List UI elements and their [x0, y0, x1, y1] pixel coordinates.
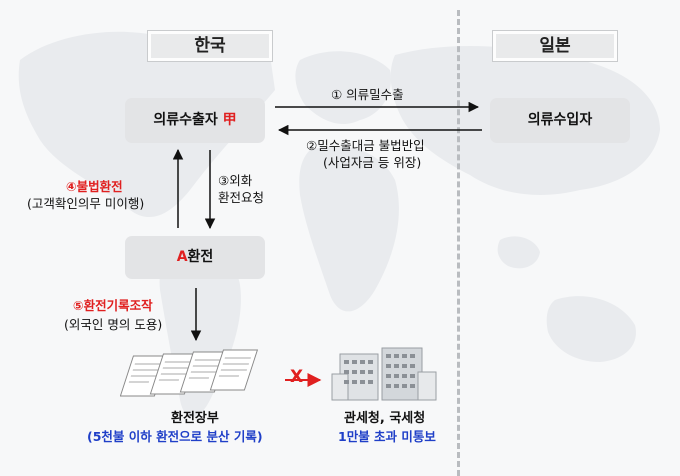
importer-label: 의류수입자 [527, 112, 593, 128]
exchange-office-mark: A [176, 249, 188, 265]
payment-flow-label-2: (사업자금 등 위장) [323, 155, 422, 170]
payment-flow-label-1: ②밀수출대금 불법반입 [306, 138, 425, 153]
ledger-note: (5천불 이하 환전으로 분산 기록) [87, 429, 263, 444]
export-flow-label: ① 의류밀수출 [331, 87, 404, 102]
fx-request-label-1: ③외화 [218, 173, 253, 188]
illegal-exchange-label-1: ④불법환전 [66, 179, 123, 194]
record-manipulation-label-2: (외국인 명의 도용) [64, 317, 163, 332]
illegal-exchange-label-2: (고객확인의무 미이행) [27, 196, 145, 211]
importer-box: 의류수입자 [490, 98, 630, 143]
fx-request-label-2: 환전요청 [218, 190, 265, 205]
exporter-label: 의류수출자 [153, 112, 218, 128]
government-buildings-icon [331, 347, 437, 401]
country-label-korea: 한국 [147, 30, 273, 62]
border-divider-line [457, 10, 460, 476]
record-manipulation-label-1: ⑤환전기록조작 [73, 298, 153, 313]
authority-title: 관세청, 국세청 [344, 411, 426, 426]
ledger-title: 환전장부 [171, 411, 219, 426]
exchange-office-box: A환전 [125, 236, 265, 279]
country-label-japan: 일본 [492, 30, 618, 62]
ledger-documents-icon [120, 349, 259, 397]
blocked-report-mark: X [290, 367, 304, 387]
authority-note: 1만불 초과 미통보 [338, 429, 436, 444]
exporter-mark: 甲 [222, 112, 237, 128]
exchange-office-label: 환전 [187, 249, 214, 265]
exporter-box: 의류수출자 甲 [125, 98, 265, 143]
